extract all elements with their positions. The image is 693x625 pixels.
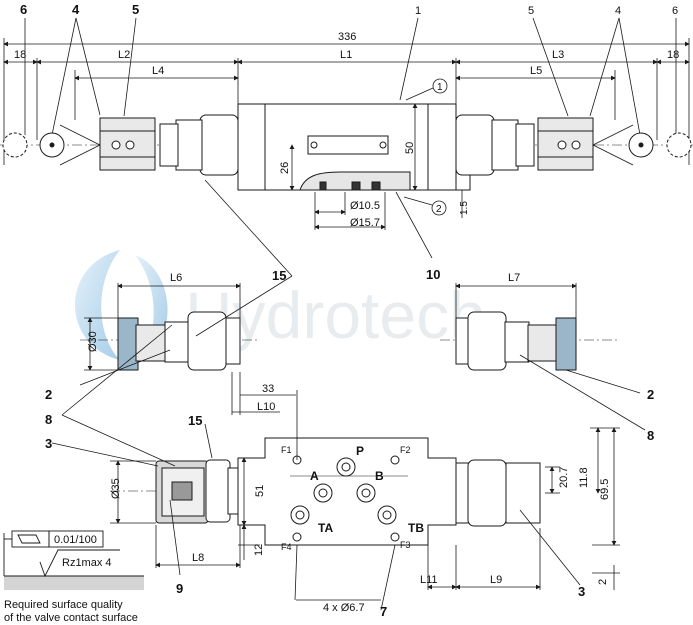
dim-L5: L5 bbox=[530, 65, 542, 77]
callout-3-right: 3 bbox=[578, 584, 585, 599]
surface-quality-symbol bbox=[3, 530, 144, 590]
subplate bbox=[237, 437, 541, 546]
callout-4-left: 4 bbox=[72, 2, 80, 17]
callout-15-bottom: 15 bbox=[188, 413, 202, 428]
callout-8-right: 8 bbox=[647, 428, 654, 443]
callout-8-left: 8 bbox=[45, 412, 52, 427]
callout-6-right: 6 bbox=[672, 5, 678, 17]
dim-69-5: 69.5 bbox=[599, 479, 611, 500]
dim-d15-7: Ø15.7 bbox=[350, 217, 380, 229]
dim-L8: L8 bbox=[192, 552, 204, 564]
dim-L11: L11 bbox=[420, 574, 438, 586]
callout-10: 10 bbox=[426, 267, 440, 282]
port-label-F1: F1 bbox=[281, 445, 292, 455]
dim-50: 50 bbox=[404, 142, 416, 154]
port-label-F4: F4 bbox=[281, 542, 292, 552]
dim-20-7: 20.7 bbox=[558, 467, 570, 488]
dim-L2: L2 bbox=[118, 49, 130, 61]
port-label-F2: F2 bbox=[400, 445, 411, 455]
dim-L3: L3 bbox=[552, 49, 564, 61]
callout-3-left: 3 bbox=[45, 436, 52, 451]
callout-6-left: 6 bbox=[20, 2, 27, 17]
callout-15-top: 15 bbox=[272, 268, 286, 283]
dim-18-right: 18 bbox=[667, 49, 679, 61]
dim-L4: L4 bbox=[152, 65, 164, 77]
middle-left-assembly bbox=[80, 311, 260, 371]
watermark-logo-icon bbox=[75, 250, 120, 360]
dim-26: 26 bbox=[279, 162, 291, 174]
callout-9: 9 bbox=[176, 581, 183, 596]
roughness-value: Rz1max 4 bbox=[62, 557, 112, 569]
dim-33: 33 bbox=[262, 383, 274, 395]
port-label-F3: F3 bbox=[400, 540, 411, 550]
callout-circled-2: 2 bbox=[436, 204, 442, 215]
callout-5-right: 5 bbox=[528, 5, 534, 17]
callout-4-right: 4 bbox=[615, 5, 621, 17]
dim-L6: L6 bbox=[170, 272, 182, 284]
surface-caption-1: Required surface quality bbox=[4, 599, 123, 611]
port-label-B: B bbox=[375, 469, 384, 483]
dim-d10-5: Ø10.5 bbox=[350, 200, 380, 212]
callout-2-left: 2 bbox=[45, 387, 52, 402]
flatness-value: 0.01/100 bbox=[54, 534, 97, 546]
dim-51: 51 bbox=[254, 485, 266, 497]
dim-12: 12 bbox=[253, 544, 265, 556]
dim-11-8: 11.8 bbox=[578, 467, 590, 488]
callout-7: 7 bbox=[380, 604, 387, 619]
port-label-TA: TA bbox=[318, 521, 333, 535]
surface-caption-2: of the valve contact surface bbox=[4, 612, 138, 624]
dim-d30: Ø30 bbox=[87, 331, 99, 352]
dim-holes: 4 x Ø6.7 bbox=[323, 602, 365, 614]
dim-L7: L7 bbox=[508, 272, 520, 284]
top-valve-assembly bbox=[0, 103, 693, 191]
bottom-left-assembly bbox=[110, 459, 250, 524]
callout-1: 1 bbox=[415, 5, 421, 17]
port-label-TB: TB bbox=[408, 521, 424, 535]
dim-L1: L1 bbox=[340, 49, 352, 61]
callout-circled-1: 1 bbox=[437, 82, 443, 93]
dim-L9: L9 bbox=[490, 574, 502, 586]
dim-336: 336 bbox=[338, 31, 356, 43]
dim-1-5: 1.5 bbox=[459, 201, 470, 215]
port-label-A: A bbox=[310, 469, 319, 483]
dim-18-left: 18 bbox=[14, 49, 26, 61]
callout-2-right: 2 bbox=[647, 387, 654, 402]
dim-d35: Ø35 bbox=[110, 478, 122, 499]
callout-5-left: 5 bbox=[132, 2, 139, 17]
middle-right-assembly bbox=[440, 311, 620, 371]
dim-2: 2 bbox=[597, 579, 609, 585]
port-label-P: P bbox=[356, 444, 364, 458]
dim-L10: L10 bbox=[257, 401, 275, 413]
